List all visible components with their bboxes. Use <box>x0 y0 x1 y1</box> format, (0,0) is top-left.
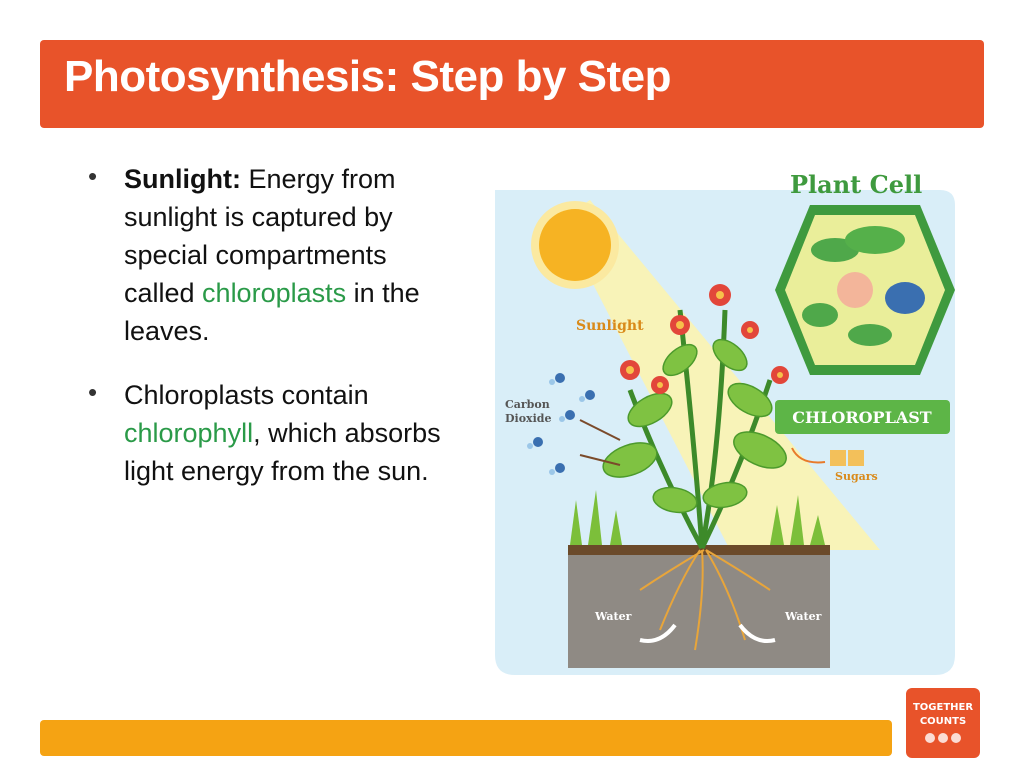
cell-organelle <box>845 226 905 254</box>
water-right-label: Water <box>784 610 822 623</box>
bullet-dot: • <box>88 373 97 411</box>
water-left-label: Water <box>594 610 632 623</box>
sugar-cube <box>830 450 846 466</box>
photosynthesis-illustration: Sunlight Water Water <box>480 150 970 690</box>
bullet-lead: Sunlight: <box>124 164 241 194</box>
plant-cell-label: Plant Cell <box>790 170 922 199</box>
chloroplast-label: CHLOROPLAST <box>792 408 932 427</box>
sun-icon <box>539 209 611 281</box>
cell-vacuole <box>885 282 925 314</box>
bullet-dot: • <box>88 157 97 195</box>
bullet-item-sunlight: • Sunlight: Energy from sunlight is capt… <box>88 160 448 350</box>
sunlight-label: Sunlight <box>576 318 644 334</box>
slide-title: Photosynthesis: Step by Step <box>64 52 671 102</box>
carbon-label-line2: Dioxide <box>505 412 551 425</box>
highlight-chlorophyll: chlorophyll <box>124 418 253 448</box>
soil <box>568 550 830 668</box>
cell-chloroplast-3 <box>848 324 892 346</box>
carbon-label-line1: Carbon <box>505 398 550 411</box>
bullet-item-chlorophyll: • Chloroplasts contain chlorophyll, whic… <box>88 376 448 490</box>
together-counts-logo: TOGETHER COUNTS <box>906 688 980 758</box>
title-bar: Photosynthesis: Step by Step <box>40 40 984 128</box>
highlight-chloroplasts: chloroplasts <box>202 278 346 308</box>
sugars-label: Sugars <box>835 470 878 483</box>
footer-bar <box>40 720 892 756</box>
sugar-cube <box>848 450 864 466</box>
bullet-list: • Sunlight: Energy from sunlight is capt… <box>88 160 448 490</box>
cell-chloroplast-2 <box>802 303 838 327</box>
svg-text:COUNTS: COUNTS <box>920 716 966 727</box>
svg-text:TOGETHER: TOGETHER <box>913 702 973 713</box>
cell-nucleus <box>837 272 873 308</box>
bullet-text: Chloroplasts contain <box>124 380 369 410</box>
